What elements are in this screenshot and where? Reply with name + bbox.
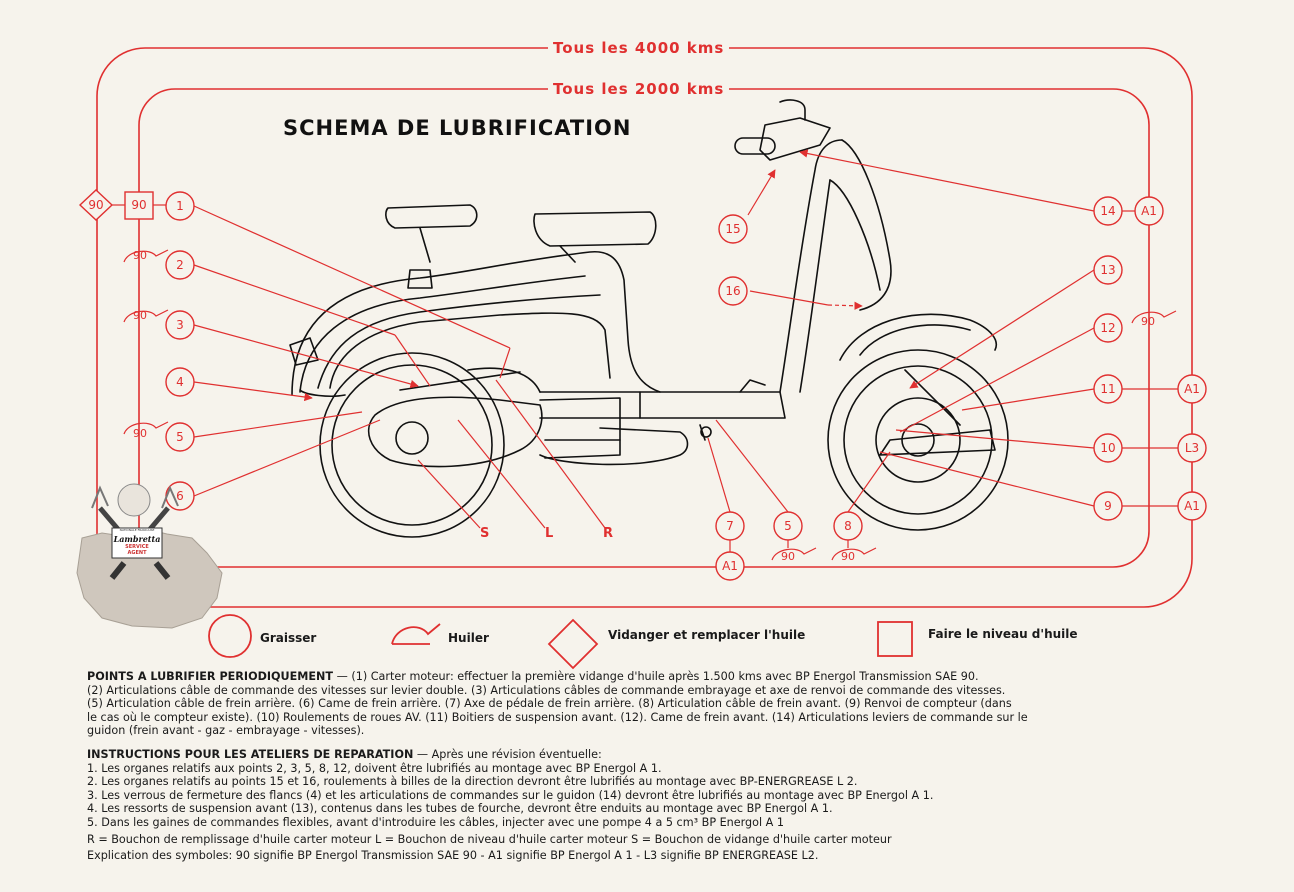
point-6: 6 <box>176 489 184 503</box>
oiler-90-point-8: 90 <box>841 550 855 563</box>
lube-a1-point-14: A1 <box>1141 204 1157 218</box>
point-5-bottom: 5 <box>784 519 792 533</box>
bouchons-line: R = Bouchon de remplissage d'huile carte… <box>87 832 892 846</box>
symbols-explanation: Explication des symboles: 90 signifie BP… <box>87 849 819 863</box>
point-4: 4 <box>176 375 184 389</box>
instruction-4: 4. Les ressorts de suspension avant (13)… <box>87 802 833 816</box>
oiler-90-point-3: 90 <box>133 309 147 322</box>
drain-diamond-symbol <box>78 189 114 221</box>
lube-a1-point-11: A1 <box>1184 382 1200 396</box>
badge-line2: AGENT <box>127 550 147 556</box>
point-16: 16 <box>725 284 741 298</box>
points-heading: POINTS A LUBRIFIER PERIODIQUEMENT <box>87 670 334 683</box>
lube-a1-point-7: A1 <box>722 559 738 573</box>
point-2: 2 <box>176 258 184 272</box>
point-10: 10 <box>1100 441 1116 455</box>
points-line-4: le cas où le compteur existe). (10) Roul… <box>87 710 1028 724</box>
point-13: 13 <box>1100 263 1116 277</box>
header-4000km: Tous les 4000 kms <box>548 39 730 57</box>
lambretta-service-badge: NATIONALE FRANCAISE Lambretta SERVICE AG… <box>72 478 230 638</box>
oiler-90-point-12: 90 <box>1141 315 1155 328</box>
points-line-5: guidon (frein avant - gaz - embrayage - … <box>87 724 365 738</box>
symbol-shapes <box>78 189 1207 581</box>
instruction-2: 2. Les organes relatifs au points 15 et … <box>87 775 858 789</box>
oiler-90-point-2: 90 <box>133 249 147 262</box>
legend-grease: Graisser <box>260 631 317 645</box>
legend-oil: Huiler <box>448 631 489 645</box>
point-12: 12 <box>1100 321 1116 335</box>
square-value: 90 <box>131 198 147 212</box>
lube-a1-point-9: A1 <box>1184 499 1200 513</box>
points-line-1: — (1) Carter moteur: effectuer la premiè… <box>333 670 979 683</box>
level-square-symbol <box>124 191 154 220</box>
point-15: 15 <box>725 222 741 236</box>
point-9: 9 <box>1104 499 1112 513</box>
badge-brand: Lambretta <box>113 534 161 544</box>
point-8: 8 <box>844 519 852 533</box>
legend-level: Faire le niveau d'huile <box>928 627 1078 641</box>
legend-shapes <box>208 614 913 670</box>
point-1: 1 <box>176 199 184 213</box>
leader-lines <box>110 149 1178 552</box>
frame-2000km <box>138 88 1150 568</box>
instruction-1: 1. Les organes relatifs aux points 2, 3,… <box>87 761 662 775</box>
scooter-drawing <box>289 99 1009 538</box>
points-line-3: (5) Articulation câble de frein arrière.… <box>87 697 1012 711</box>
instructions-heading: INSTRUCTIONS POUR LES ATELIERS DE REPARA… <box>87 748 414 761</box>
plug-s-label: S <box>480 526 490 541</box>
point-5: 5 <box>176 430 184 444</box>
frame-4000km <box>96 47 1193 608</box>
oiler-90-point-5: 90 <box>133 427 147 440</box>
oiler-symbols <box>123 249 1177 561</box>
diamond-value: 90 <box>88 198 104 212</box>
point-7: 7 <box>726 519 734 533</box>
points-line-2: (2) Articulations câble de commande des … <box>87 683 1006 697</box>
page-title: SCHEMA DE LUBRIFICATION <box>283 116 632 140</box>
plug-r-label: R <box>603 526 614 541</box>
badge-small: NATIONALE FRANCAISE <box>119 528 155 532</box>
instructions-section: INSTRUCTIONS POUR LES ATELIERS DE REPARA… <box>87 748 1127 863</box>
point-11: 11 <box>1100 382 1116 396</box>
grease-legend-icon <box>208 614 252 658</box>
lube-l3-point-10: L3 <box>1184 441 1200 455</box>
point-14: 14 <box>1100 204 1116 218</box>
oil-legend-icon <box>391 623 441 645</box>
points-section: POINTS A LUBRIFIER PERIODIQUEMENT — (1) … <box>87 670 1127 738</box>
oiler-90-point-5b: 90 <box>781 550 795 563</box>
badge-line1: SERVICE <box>125 544 149 550</box>
header-2000km: Tous les 2000 kms <box>548 80 730 98</box>
instruction-5: 5. Dans les gaines de commandes flexible… <box>87 815 784 829</box>
drain-legend-icon <box>547 618 599 670</box>
legend-drain: Vidanger et remplacer l'huile <box>608 628 806 642</box>
instruction-3: 3. Les verrous de fermeture des flancs (… <box>87 788 934 802</box>
point-3: 3 <box>176 318 184 332</box>
level-legend-icon <box>877 621 913 657</box>
plug-l-label: L <box>545 526 554 541</box>
instructions-intro: — Après une révision éventuelle: <box>413 748 602 761</box>
